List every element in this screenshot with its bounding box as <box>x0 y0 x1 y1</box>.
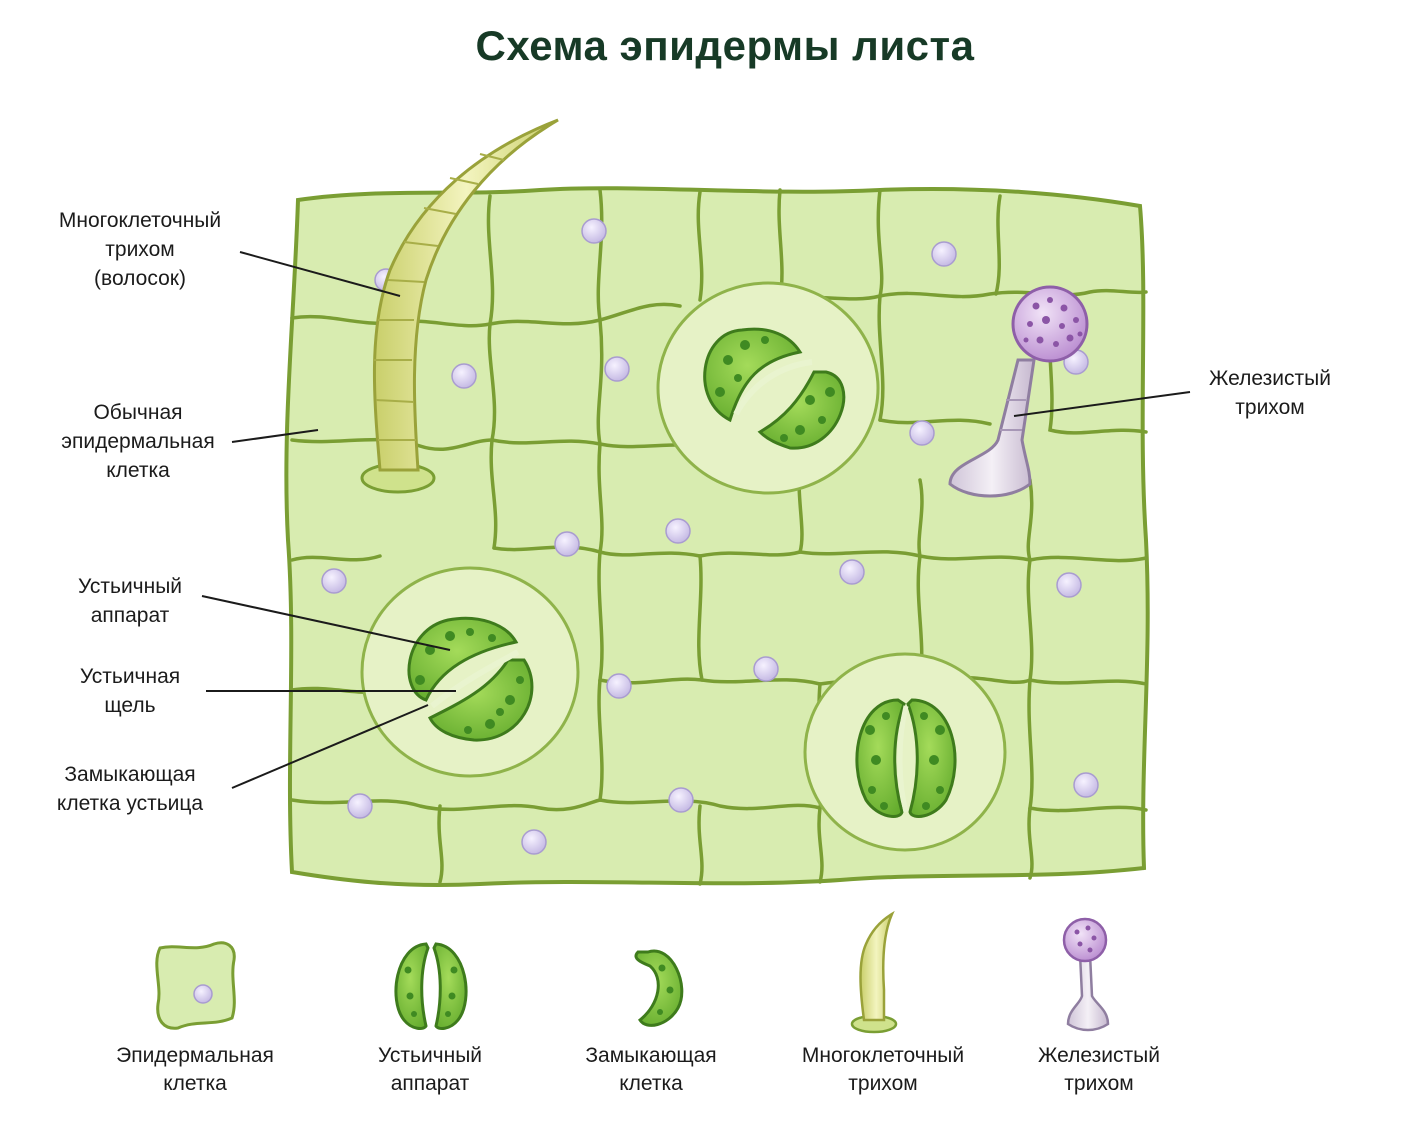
leader-stomatal-apparatus <box>201 595 451 651</box>
leader-lines <box>201 251 1191 789</box>
diagram-title: Схема эпидермы листа <box>475 22 975 69</box>
label-glandular-trichome: Железистый трихом <box>1209 367 1331 419</box>
guard-cell-icon <box>634 949 684 1027</box>
cell-nuclei <box>321 218 1099 855</box>
label-stomatal-pore: Устьичная щель <box>79 665 181 717</box>
epidermis-tissue <box>284 118 1150 888</box>
glandular-trichome <box>948 285 1089 498</box>
chloroplasts <box>415 336 945 810</box>
hair-trichome <box>360 118 559 494</box>
label-stomatal-apparatus: Устьичный аппарат <box>77 575 183 627</box>
label-ordinary-cell: Обычная эпидермальная клетка <box>61 401 215 482</box>
stoma-icon <box>394 942 468 1030</box>
label-guard-cell: Замыкающая клетка устьица <box>56 763 204 815</box>
leader-guard-cell <box>231 704 429 789</box>
leader-multicellular-trichome <box>239 251 401 297</box>
stoma-subsidiary-rings <box>360 281 1007 852</box>
epidermal-cell-icon <box>155 941 236 1030</box>
stoma-top <box>703 327 846 450</box>
glandular-trichome-icon <box>1062 917 1110 1032</box>
leader-glandular-trichome <box>1013 391 1191 417</box>
label-multicellular-trichome: Многоклеточный трихом (волосок) <box>58 209 222 290</box>
legend-icons <box>155 910 1110 1034</box>
leader-ordinary-cell <box>231 429 319 443</box>
hair-trichome-icon <box>850 910 898 1034</box>
